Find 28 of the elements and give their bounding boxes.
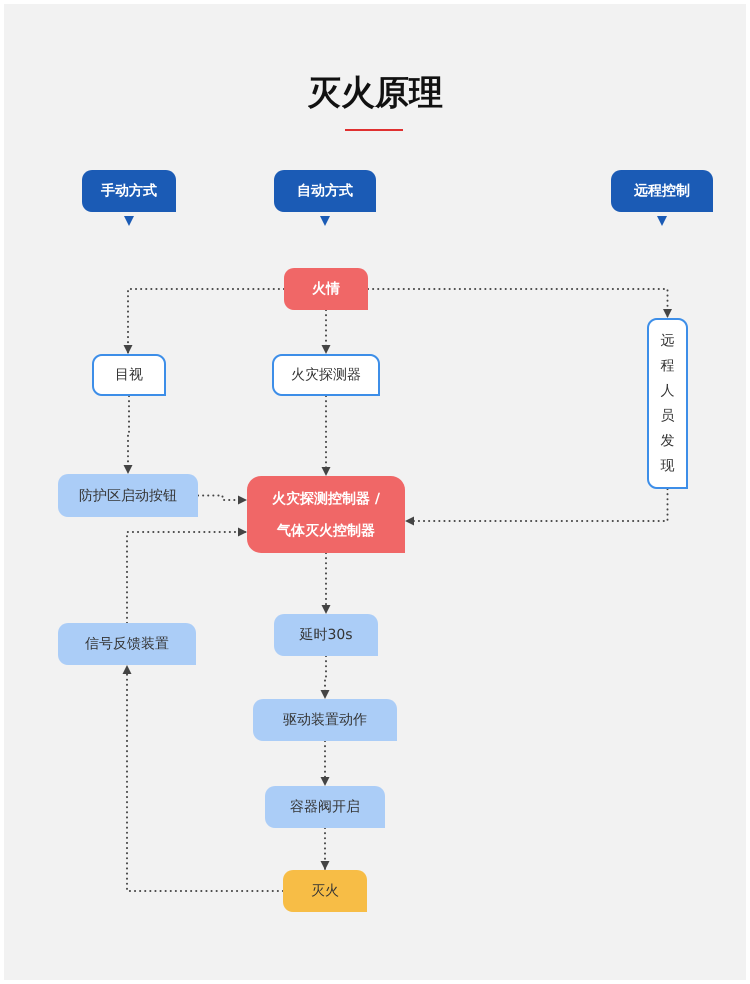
process-box: 信号反馈装置 — [58, 623, 196, 665]
arrow — [322, 309, 330, 355]
arrow — [124, 395, 132, 475]
process-box: 容器阀开启 — [265, 786, 385, 828]
arrow — [126, 528, 248, 624]
arrow — [322, 552, 330, 615]
arrow — [122, 664, 284, 892]
arrow — [322, 395, 330, 477]
arrow — [197, 494, 248, 504]
process-box: 火情 — [284, 268, 368, 310]
category-box: 手动方式 — [82, 170, 176, 212]
arrow — [320, 655, 330, 700]
category-box: 远程控制 — [611, 170, 713, 212]
process-box: 防护区启动按钮 — [58, 474, 198, 517]
arrow — [367, 288, 672, 319]
process-box: 延时30s — [274, 614, 378, 656]
arrow — [124, 288, 285, 355]
title: 灭火原理 — [306, 72, 444, 115]
process-box: 驱动装置动作 — [253, 699, 397, 741]
arrow — [320, 740, 330, 787]
arrow — [404, 488, 668, 526]
arrow — [320, 827, 330, 871]
process-box: 灭火 — [283, 870, 367, 912]
controller-box: 火灾探测控制器 / 气体灭火控制器 — [247, 476, 405, 553]
process-box: 火灾探测器 — [272, 354, 380, 396]
category-box: 自动方式 — [274, 170, 376, 212]
process-box: 目视 — [92, 354, 166, 396]
process-box: 远程人员发现 — [647, 318, 688, 489]
